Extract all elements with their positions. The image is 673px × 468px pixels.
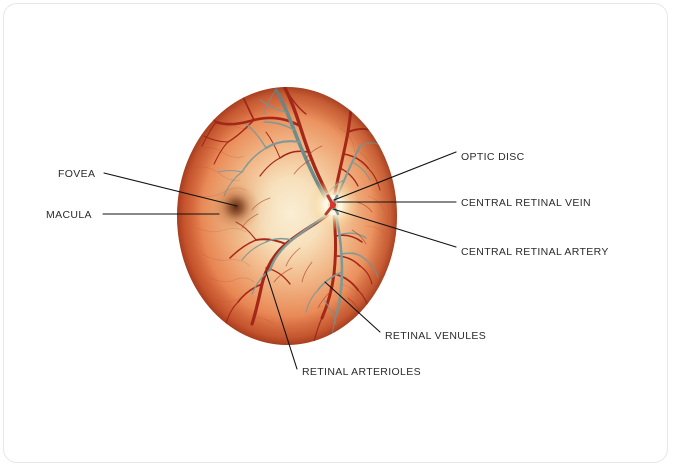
leader-optic-disc <box>333 151 457 201</box>
label-central-retinal-vein: CENTRAL RETINAL VEIN <box>461 197 591 209</box>
label-retinal-arterioles: RETINAL ARTERIOLES <box>302 366 421 378</box>
label-retinal-venules: RETINAL VENULES <box>385 330 486 342</box>
retinal-vasculature <box>177 87 397 345</box>
leader-fovea <box>103 172 238 207</box>
leader-lines <box>102 151 457 370</box>
leader-central-retinal-artery <box>332 208 457 248</box>
leader-retinal-venules <box>324 281 381 333</box>
label-optic-disc: OPTIC DISC <box>461 151 525 163</box>
label-macula: MACULA <box>46 209 92 221</box>
labels: FOVEA MACULA OPTIC DISC CENTRAL RETINAL … <box>46 151 609 378</box>
label-fovea: FOVEA <box>58 168 95 180</box>
leader-retinal-arterioles <box>265 271 298 370</box>
label-central-retinal-artery: CENTRAL RETINAL ARTERY <box>461 246 609 258</box>
